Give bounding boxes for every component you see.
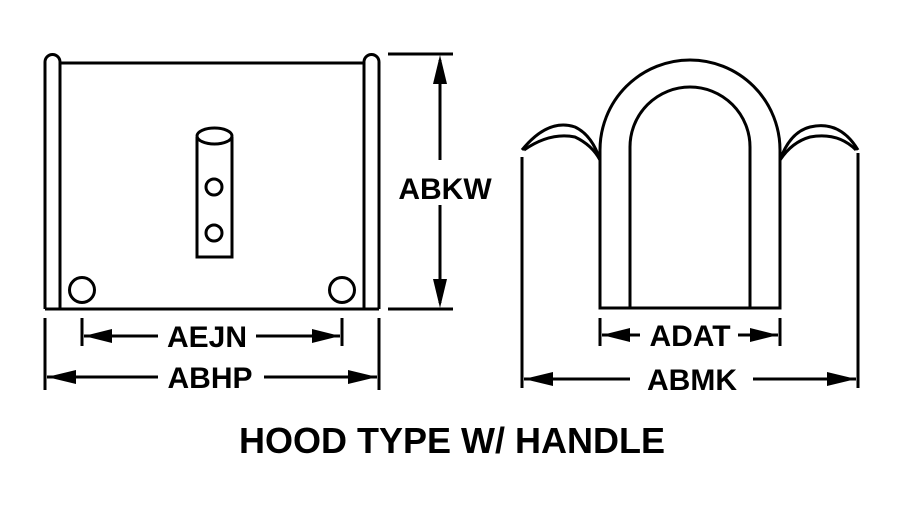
dimension-label-aejn: AEJN	[167, 321, 247, 354]
handle	[195, 137, 234, 259]
dimension-abhp: ABHP	[43, 318, 381, 395]
dimension-adat: ADAT	[598, 318, 782, 353]
right-rolled-lip	[778, 124, 860, 161]
dimension-abmk: ABMK	[520, 318, 860, 397]
dimension-label-abhp: ABHP	[167, 362, 252, 395]
dimension-aejn: AEJN	[80, 318, 344, 354]
dimension-abkw: ABKW	[388, 52, 492, 311]
outer-handle-arch	[598, 58, 782, 310]
dimension-label-abkw: ABKW	[398, 173, 492, 206]
left-rolled-edge	[43, 53, 62, 309]
mounting-hole-left	[68, 276, 96, 304]
front-view	[43, 53, 381, 311]
dimension-label-adat: ADAT	[649, 320, 730, 353]
left-rolled-lip-inner	[523, 134, 602, 161]
handle-top	[195, 126, 234, 146]
handle-hole	[204, 223, 224, 243]
diagram-title: HOOD TYPE W/ HANDLE	[239, 420, 665, 461]
right-rolled-edge	[362, 53, 381, 309]
handle-hole	[204, 177, 224, 197]
right-rolled-lip-inner	[778, 134, 858, 161]
inner-handle-arch	[628, 85, 752, 308]
mounting-hole-right	[328, 276, 356, 304]
dimension-label-abmk: ABMK	[647, 364, 737, 397]
left-rolled-lip	[520, 123, 602, 161]
